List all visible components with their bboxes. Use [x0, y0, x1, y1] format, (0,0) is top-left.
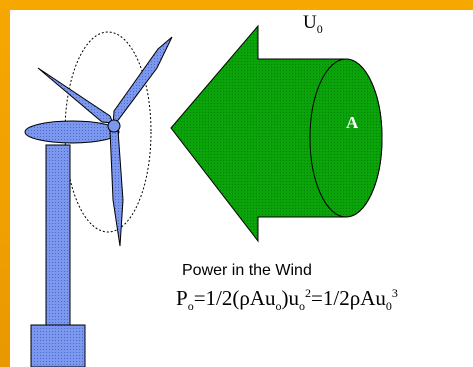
formula-term2-sub: 0	[385, 299, 392, 314]
velocity-subscript: 0	[316, 21, 323, 36]
area-label: A	[346, 113, 359, 132]
formula-rho-2: ρ	[349, 286, 361, 310]
formula-term1-sup: 2	[305, 286, 312, 300]
formula-lhs-symbol: P	[176, 286, 188, 310]
formula-rho-1: ρ	[239, 286, 250, 310]
formula-term2-mid: Au	[360, 286, 386, 310]
turbine-blade-left	[37, 67, 114, 124]
power-formula: Po=1/2(ρAuo)uo2=1/2ρAu03	[176, 286, 398, 314]
turbine-nacelle	[24, 120, 120, 144]
power-caption: Power in the Wind	[182, 262, 312, 279]
wind-cylinder-face	[309, 58, 383, 218]
formula-lhs-subscript: o	[187, 299, 194, 314]
formula-term1-prefix: 1/2(	[205, 286, 240, 310]
formula-term1-mid: Au	[249, 286, 276, 310]
turbine-tower	[45, 144, 71, 328]
turbine-hub	[107, 119, 121, 133]
formula-term2-sup: 3	[391, 286, 398, 300]
diagram-panel: U0 A Power in the Wind Po=1/2(ρAuo)uo2=1…	[10, 10, 473, 367]
formula-equals-1: =	[193, 286, 206, 310]
turbine-blade-top	[112, 36, 173, 129]
formula-equals-2: =	[311, 286, 323, 310]
turbine-blade-bottom	[109, 129, 124, 247]
formula-term2-prefix: 1/2	[322, 286, 350, 310]
turbine-base	[30, 324, 86, 367]
formula-term1-sub1: o	[275, 299, 282, 314]
formula-term1-close: )u	[281, 286, 300, 310]
velocity-symbol: U	[303, 12, 317, 33]
wind-turbine-diagram	[24, 24, 383, 367]
velocity-label: U0	[303, 12, 323, 37]
formula-term1-sub2: o	[299, 299, 306, 314]
